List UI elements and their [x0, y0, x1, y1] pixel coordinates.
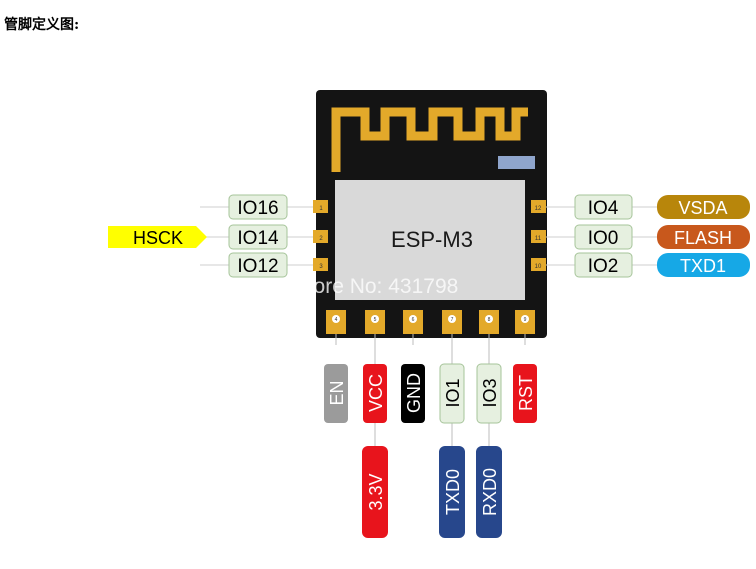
function-label: FLASH	[674, 228, 732, 248]
pin-number: 1	[319, 206, 323, 212]
pin-number: 3	[319, 264, 323, 270]
pin-pad	[531, 230, 546, 243]
pin-alt-function-label: RXD0	[480, 468, 500, 516]
pin-function-pill	[513, 364, 537, 423]
io-label: IO16	[237, 198, 278, 219]
pin-function-label: IO1	[443, 378, 463, 407]
function-badge	[108, 226, 207, 248]
pin-hole	[521, 315, 529, 323]
pin-hole	[332, 315, 340, 323]
pin-number: 7	[451, 317, 454, 323]
module-name: ESP-M3	[391, 227, 473, 252]
pin-function-label: GND	[404, 373, 424, 413]
pin-pad	[531, 200, 546, 213]
pin-function-label: VCC	[366, 374, 386, 412]
pin-hole	[409, 315, 417, 323]
store-watermark: Store No: 431798	[294, 275, 459, 298]
function-label: HSCK	[133, 228, 183, 248]
pin-alt-function-pill	[476, 446, 502, 538]
pin-alt-function-label: 3.3V	[366, 473, 386, 510]
io-label: IO12	[237, 256, 278, 277]
pin-hole	[371, 315, 379, 323]
pin-function-label: EN	[327, 380, 347, 405]
io-label-box	[574, 224, 633, 250]
page-heading: 管脚定义图:	[4, 17, 80, 33]
pin-alt-function-pill	[439, 446, 465, 538]
pin-number: 4	[335, 317, 338, 323]
pin-number: 6	[412, 317, 415, 323]
pin-number: 10	[535, 264, 542, 270]
io-label-box	[574, 252, 633, 278]
pin-function-label: RST	[516, 375, 536, 411]
pin-function-label: IO3	[480, 378, 500, 407]
pin-pad	[313, 258, 328, 271]
io-label-box	[228, 194, 288, 220]
metal-shield	[335, 180, 525, 300]
pin-function-pill	[439, 363, 465, 424]
pin-alt-function-pill	[362, 446, 388, 538]
pin-function-pill	[476, 363, 502, 424]
function-badge	[657, 195, 750, 219]
pin-number: 12	[535, 206, 542, 212]
function-label: TXD1	[680, 256, 726, 276]
pin-alt-function-label: TXD0	[443, 469, 463, 515]
pin-pad	[313, 230, 328, 243]
pin-function-pill	[401, 364, 425, 423]
function-badge	[657, 253, 750, 277]
io-label-box	[228, 224, 288, 250]
pin-number: 2	[319, 236, 323, 242]
pin-function-pill	[324, 364, 348, 423]
pin-number: 11	[535, 236, 542, 242]
antenna-pad	[498, 156, 535, 169]
pin-pad	[313, 200, 328, 213]
io-label: IO14	[237, 228, 279, 249]
io-label: IO4	[588, 198, 619, 219]
pin-hole	[448, 315, 456, 323]
io-label-box	[574, 194, 633, 220]
antenna-trace	[331, 107, 528, 172]
pin-number: 9	[524, 317, 527, 323]
function-label: VSDA	[678, 198, 727, 218]
pin-pad	[531, 258, 546, 271]
pin-function-pill	[363, 364, 387, 423]
io-label-box	[228, 252, 288, 278]
pin-hole	[485, 315, 493, 323]
io-label: IO0	[588, 228, 619, 249]
io-label: IO2	[588, 256, 619, 277]
pin-number: 5	[374, 317, 377, 323]
pin-number: 8	[488, 317, 491, 323]
function-badge	[657, 225, 750, 249]
